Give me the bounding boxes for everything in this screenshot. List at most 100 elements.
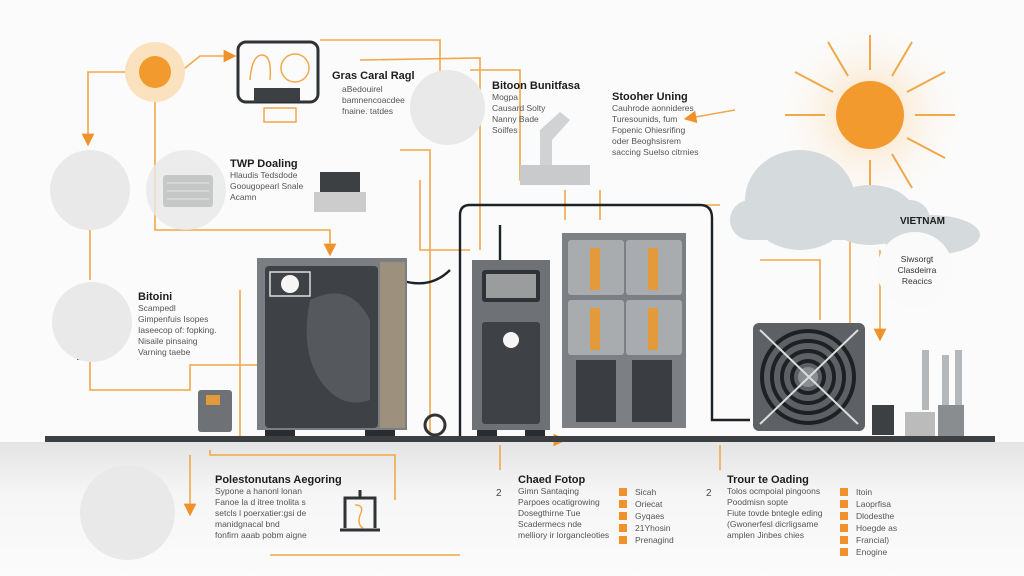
sun-small-icon bbox=[125, 42, 185, 102]
callout-line: fnaine. tatdes bbox=[342, 106, 394, 116]
section-line: setcls l poerxatier:gsi de bbox=[215, 508, 307, 518]
callout-line: Scampedl bbox=[138, 303, 176, 313]
callout-line: Gimpenfuis Isopes bbox=[138, 314, 209, 324]
cable-reel bbox=[423, 413, 447, 437]
vietnam-badge bbox=[877, 232, 953, 308]
callout-twp: TWP Doaling Hlaudis Tedsdode Goougopearl… bbox=[230, 158, 303, 203]
legend-swatch bbox=[840, 536, 848, 544]
legend-label: Gyqaes bbox=[635, 511, 665, 521]
section-line: fonfirn aaab pobm aigne bbox=[215, 530, 307, 540]
legend-swatch bbox=[619, 536, 627, 544]
vietnam-callout: Siwsorgt Clasdeirra Reacics bbox=[897, 254, 937, 287]
bottom-center-section: Chaed Fotop Gimn Santaqing Parpoes ocati… bbox=[518, 474, 609, 541]
bottom-left-section: Polestonutans Aegoring Sypone a hanonl l… bbox=[215, 474, 342, 541]
legend-swatch bbox=[840, 524, 848, 532]
legend-item: Laoprfisa bbox=[840, 498, 897, 510]
legend-item: Sicah bbox=[619, 486, 674, 498]
callout-title: Stooher Uning bbox=[612, 91, 688, 103]
press-icon bbox=[340, 490, 380, 532]
section-line: melliory ir lorgancleoties bbox=[518, 530, 610, 540]
callout-line: Hlaudis Tedsdode bbox=[230, 170, 298, 180]
callout-title: Gras Caral Ragl bbox=[332, 70, 415, 82]
cooling-fan-unit bbox=[753, 323, 865, 431]
legend-item: Hoegde as bbox=[840, 522, 897, 534]
legend-label: Prenagind bbox=[635, 535, 674, 545]
legend-item: 21Yhosin bbox=[619, 522, 674, 534]
section-line: Tolos ocmpoial pingoons bbox=[727, 486, 821, 496]
callout-line: aBedouirel bbox=[342, 84, 383, 94]
robot-arm-icon bbox=[520, 165, 590, 185]
legend-label: Francial) bbox=[856, 535, 890, 545]
icon-circle bbox=[410, 70, 485, 145]
legend-swatch bbox=[619, 512, 627, 520]
section-line: Parpoes ocatigrowing bbox=[518, 497, 600, 507]
legend-center: Sicah Oriecat Gyqaes 21Yhosin Prenagind bbox=[619, 486, 674, 546]
callout-line: Reacics bbox=[901, 276, 933, 286]
icon-circle bbox=[50, 150, 130, 230]
callout-title: Bitoon Bunitfasa bbox=[492, 80, 580, 92]
callout-line: Mogpa bbox=[492, 92, 518, 102]
section-title: Polestonutans Aegoring bbox=[215, 474, 342, 486]
legend-item: Gyqaes bbox=[619, 510, 674, 522]
callout-line: bamnencoacdee bbox=[342, 95, 405, 105]
legend-swatch bbox=[619, 488, 627, 496]
icon-circle bbox=[146, 150, 226, 230]
callout-line: Soilfes bbox=[492, 125, 518, 135]
legend-label: Laoprfisa bbox=[856, 499, 891, 509]
battery-rack bbox=[562, 233, 686, 428]
callout-line: Nisaile pinsaing bbox=[138, 336, 198, 346]
callout-line: Clasdeirra bbox=[897, 265, 937, 275]
region-name: VIETNAM bbox=[900, 216, 945, 227]
icon-circle bbox=[52, 282, 132, 362]
callout-line: Turesounids, fum bbox=[612, 114, 678, 124]
main-cabinet bbox=[257, 258, 407, 438]
legend-label: Hoegde as bbox=[856, 523, 898, 533]
legend-right: Itoin Laoprfisa Dlodesthe Hoegde as Fran… bbox=[840, 486, 897, 558]
section-line: Fiute tovde bntegle eding bbox=[727, 508, 823, 518]
section-line: amplen Jinbes chies bbox=[727, 530, 805, 540]
callout-line: Varning taebe bbox=[138, 347, 191, 357]
section-line: Scadermecs nde bbox=[518, 519, 582, 529]
callout-title: TWP Doaling bbox=[230, 158, 298, 170]
callout-line: Causard Solty bbox=[492, 103, 546, 113]
inverter-unit bbox=[472, 260, 550, 438]
legend-swatch bbox=[619, 524, 627, 532]
bottom-right-section: Trour te Oading Tolos ocmpoial pingoons … bbox=[727, 474, 822, 541]
section-line: manidgnacal bnd bbox=[215, 519, 280, 529]
legend-item: Enogine bbox=[840, 546, 897, 558]
section-line: Sypone a hanonl lonan bbox=[215, 486, 302, 496]
legend-swatch bbox=[840, 488, 848, 496]
legend-swatch bbox=[840, 548, 848, 556]
callout-line: oder Beoghsisrem bbox=[612, 136, 681, 146]
section-title: Chaed Fotop bbox=[518, 474, 586, 486]
legend-label: Oriecat bbox=[635, 499, 663, 509]
legend-item: Oriecat bbox=[619, 498, 674, 510]
legend-item: Prenagind bbox=[619, 534, 674, 546]
legend-item: Dlodesthe bbox=[840, 510, 897, 522]
legend-swatch bbox=[840, 500, 848, 508]
region-label: VIETNAM bbox=[900, 216, 945, 227]
legend-item: Itoin bbox=[840, 486, 897, 498]
legend-label: Enogine bbox=[856, 547, 888, 557]
icon-circle bbox=[80, 465, 175, 560]
legend-label: Itoin bbox=[856, 487, 873, 497]
callout-title: Bitoini bbox=[138, 291, 173, 303]
callout-line: Goougopearl Snale bbox=[230, 181, 304, 191]
callout-line: Acamn bbox=[230, 192, 257, 202]
section-number: 2 bbox=[496, 488, 502, 499]
legend-label: Sicah bbox=[635, 487, 657, 497]
callout-line: saccing Suelso citrnies bbox=[612, 147, 699, 157]
callout-bitoini: Bitoini Scampedl Gimpenfuis Isopes Iasee… bbox=[138, 291, 216, 358]
legend-label: Dlodesthe bbox=[856, 511, 895, 521]
section-title: Trour te Oading bbox=[727, 474, 809, 486]
callout-solar-panel: Gras Caral Ragl aBedouirel bamnencoacdee… bbox=[332, 70, 415, 117]
section-line: Dosegthirne Tue bbox=[518, 508, 581, 518]
legend-swatch bbox=[840, 512, 848, 520]
section-line: Poodmisn sopte bbox=[727, 497, 788, 507]
section-line: Fanoe la d itree tnolita s bbox=[215, 497, 306, 507]
legend-swatch bbox=[619, 500, 627, 508]
section-number: 2 bbox=[706, 488, 712, 499]
callout-line: Iaseecop of: fopking. bbox=[138, 325, 217, 335]
section-line: Gimn Santaqing bbox=[518, 486, 579, 496]
floor-line bbox=[45, 436, 995, 442]
